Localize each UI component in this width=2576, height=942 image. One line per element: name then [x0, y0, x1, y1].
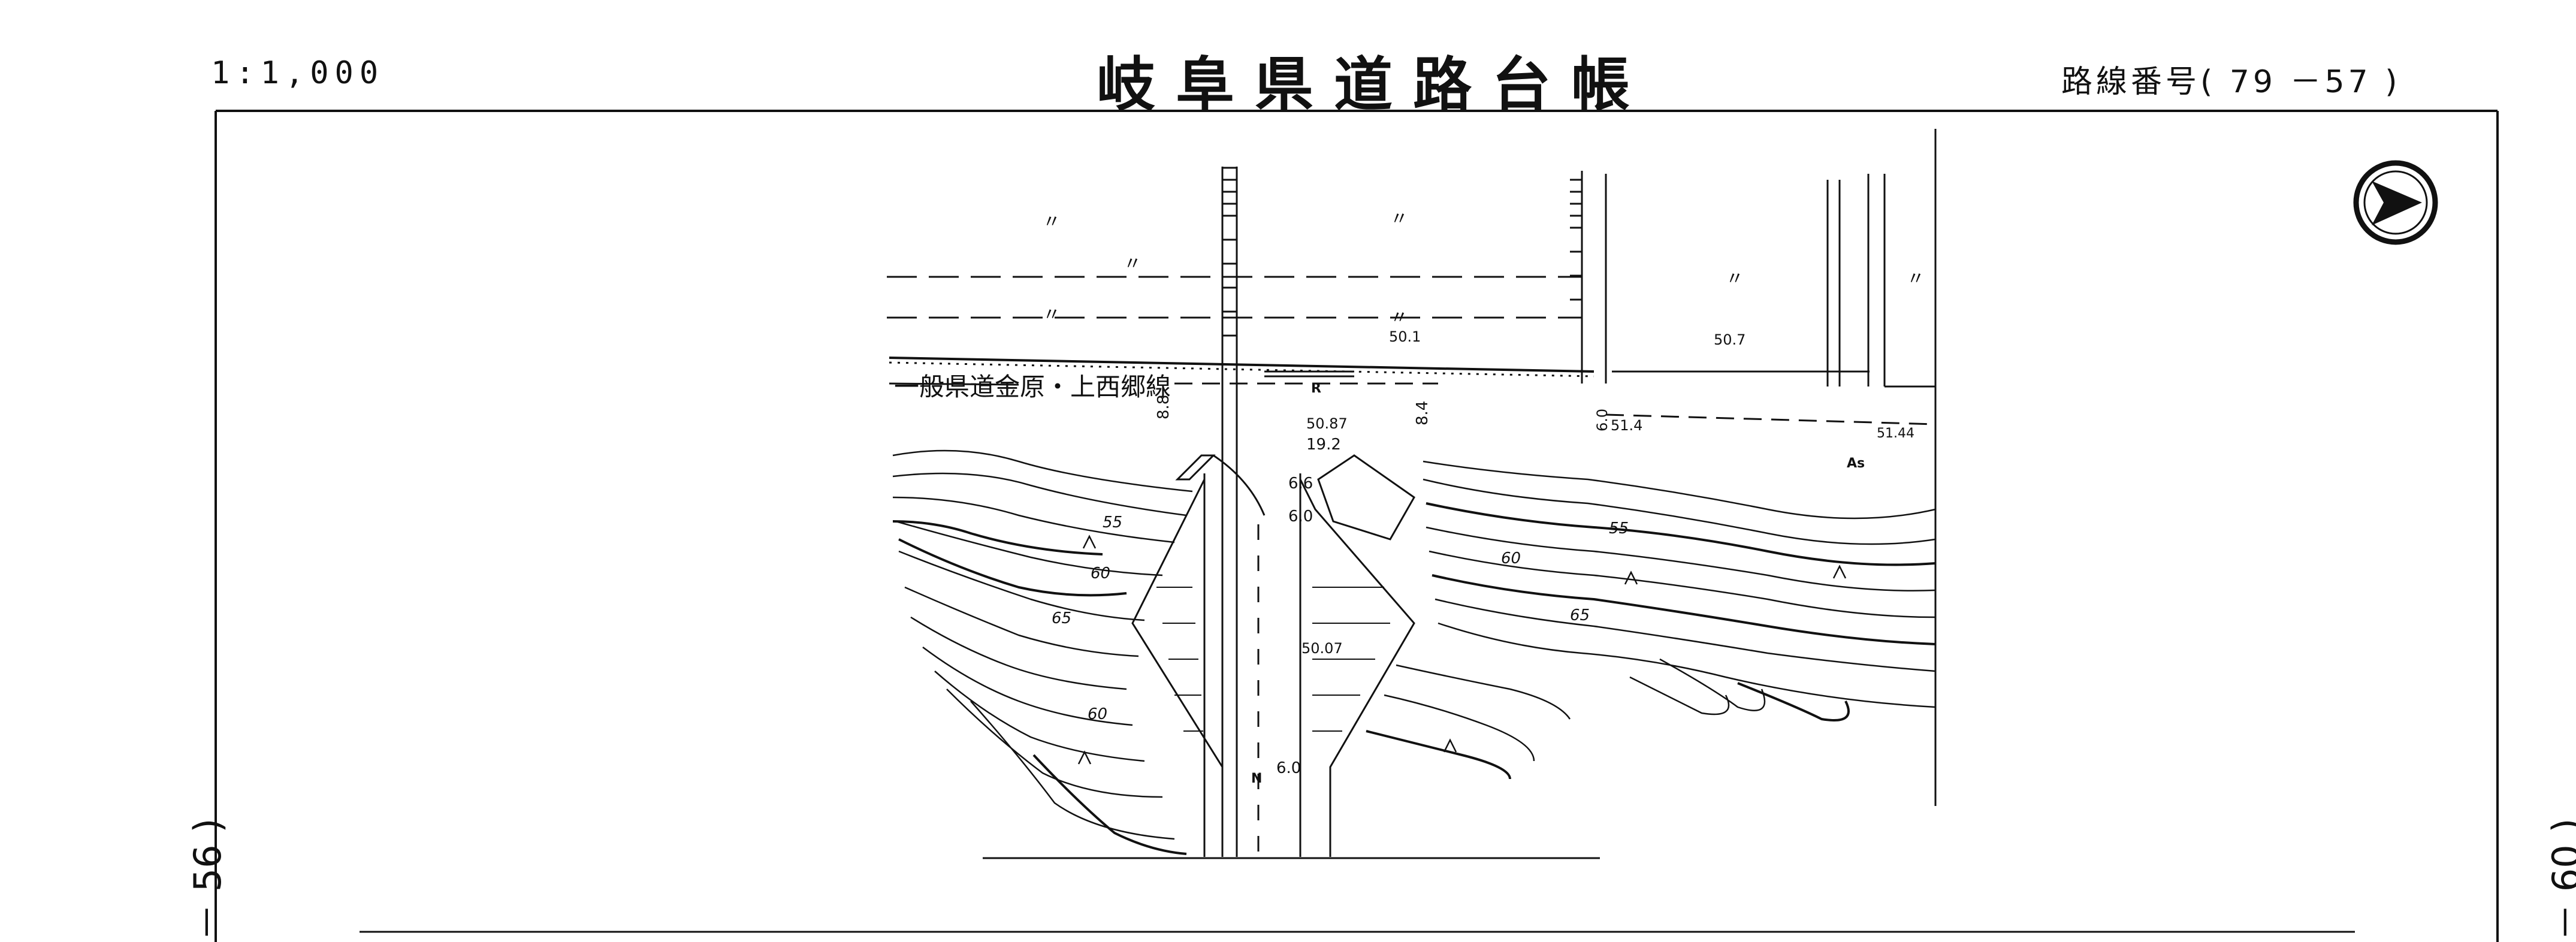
asphalt-mark: As — [1847, 456, 1865, 471]
plot-mark-6: 〃 — [1907, 268, 1925, 289]
elevation-label: 50.7 — [1714, 331, 1745, 348]
map-frame — [215, 110, 2499, 942]
plot-mark-4: 〃 — [1390, 307, 1408, 328]
width-label: 6.6 — [1288, 475, 1313, 493]
plot-mark-3: 〃 — [1390, 209, 1408, 230]
width-label: 6.0 — [1276, 759, 1301, 777]
route-number: 路線番号( 79 －57 ) — [2061, 64, 2401, 100]
road-name-label: 一般県道金原・上西郷線 — [894, 372, 1171, 401]
contour-lines-east — [1366, 460, 1936, 780]
elevation-label: 51.44 — [1877, 426, 1914, 441]
elevation-label: 50.07 — [1301, 640, 1343, 657]
plot-mark-1: 〃 — [1043, 212, 1061, 233]
north-arrow-icon — [2353, 160, 2438, 245]
junction-roadway — [1131, 454, 1415, 857]
plot-mark-7: 〃 — [1124, 253, 1141, 274]
contour-lines-west — [892, 449, 1193, 855]
contour-label: 55 — [1609, 520, 1629, 538]
elevation-label: 50.1 — [1389, 328, 1421, 345]
contour-label: 65 — [1052, 609, 1071, 627]
north-point-mark: N — [1251, 771, 1262, 786]
contour-label: 60 — [1501, 550, 1521, 567]
map-scale: 1:1,000 — [211, 55, 385, 91]
elevation-label: 50.87 — [1306, 415, 1348, 432]
width-label: 8.8 — [1155, 395, 1173, 419]
map-title: 岐阜県道路台帳 — [1097, 51, 1651, 119]
radius-mark: R — [1311, 381, 1321, 396]
contour-label: 60 — [1088, 705, 1107, 723]
elevation-label: 51.4 — [1611, 417, 1642, 434]
width-label: 6.0 — [1594, 409, 1611, 431]
width-label: 19.2 — [1306, 436, 1341, 454]
plot-mark-5: 〃 — [1726, 268, 1744, 289]
parcel-lines — [887, 167, 1936, 857]
plot-mark-2: 〃 — [1043, 304, 1061, 325]
vegetation-symbols — [1077, 535, 1847, 765]
contour-label: 65 — [1570, 606, 1590, 624]
hatch-marks — [1222, 167, 1582, 337]
width-label: 6.0 — [1288, 508, 1313, 526]
contour-label: 60 — [1091, 564, 1110, 582]
width-label: 8.4 — [1414, 401, 1432, 425]
contour-label: 55 — [1103, 514, 1122, 532]
slope-hatching — [1156, 587, 1390, 732]
